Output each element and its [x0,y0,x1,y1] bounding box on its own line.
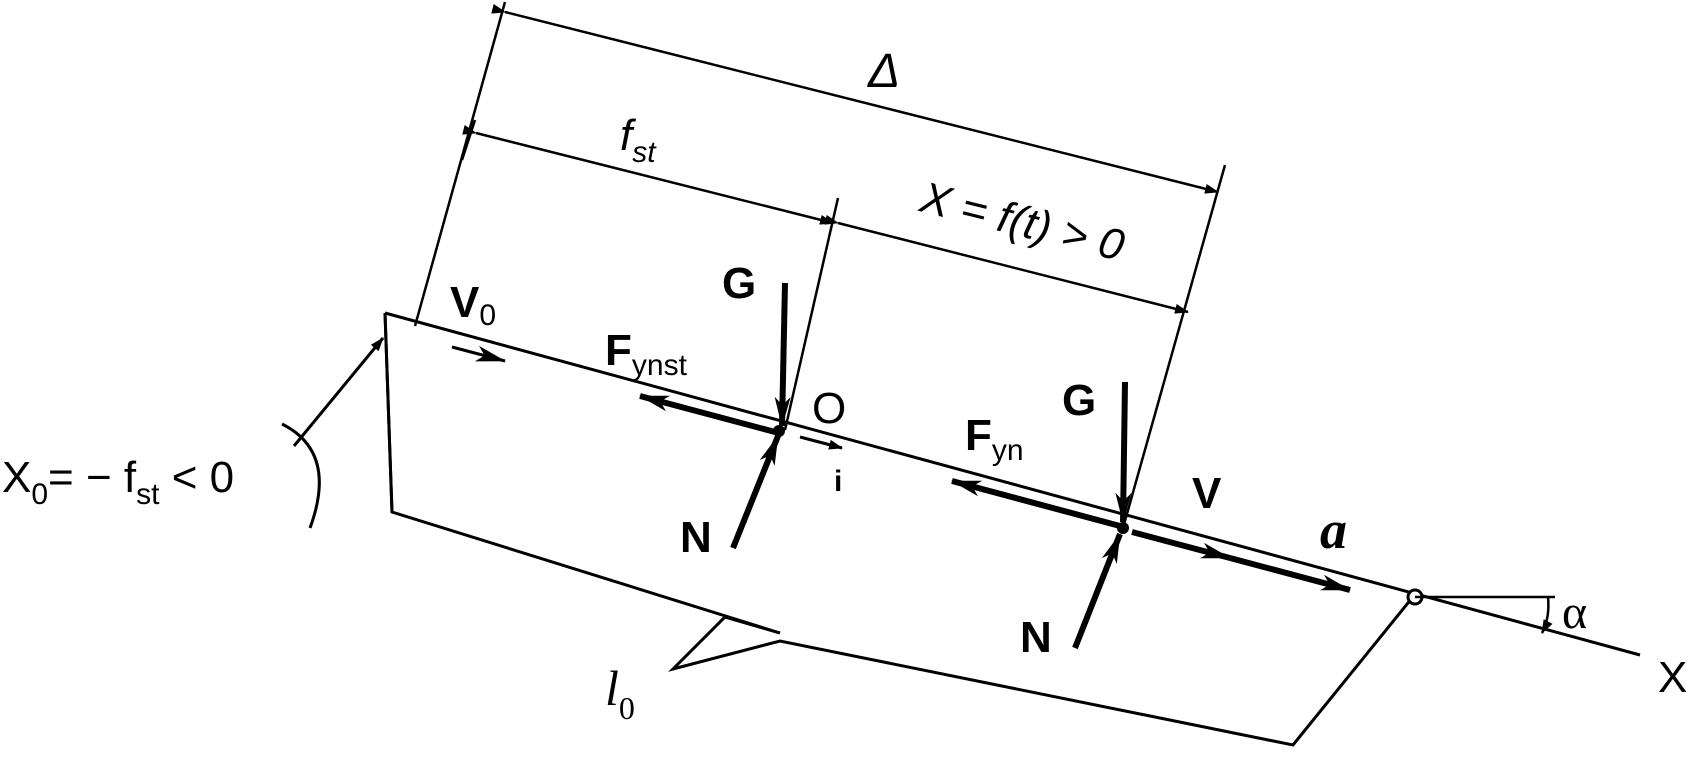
alpha-label: α [1562,586,1587,639]
v-arrow [1131,529,1231,561]
fynst-label: Fynst [605,326,688,382]
g-label-right: G [1062,376,1096,425]
x-equation-label: X = f(t) > 0 [915,173,1130,271]
v0-label: V0 [450,278,496,332]
v0-subscript: 0 [479,299,496,332]
fyn-arrow [951,478,1121,529]
extension-line-right [1121,164,1227,529]
fst-dimension-line [462,124,834,225]
x0-st-subscript: st [136,478,160,511]
n-arrow-right [1072,532,1123,650]
alpha-arc [1540,596,1553,634]
x0-bracket [281,422,321,529]
x0-label: X0= − fst < 0 [2,453,234,511]
n-arrow-left [730,434,781,550]
extension-line-left-outer [413,1,507,327]
l0-subscript: 0 [619,690,635,726]
i-label: i [834,465,842,498]
fyn-label: Fyn [965,411,1024,467]
fynst-arrow [639,393,776,435]
fynst-subscript: ynst [632,349,688,382]
i-unit-arrow [799,435,843,450]
o-label: O [812,384,846,433]
x0-pointer-arrow [292,337,385,447]
x-axis-label: X [1658,653,1687,702]
l0-label: l0 [605,660,635,726]
n-label-right: N [1020,613,1052,662]
g-arrow-left [774,282,791,427]
x-dimension-line [824,214,1189,314]
main-axis-line [384,311,1641,657]
fynst-main: F [605,326,632,375]
spring-outline [383,312,1414,747]
x0-tail: < 0 [159,453,234,502]
x0-subscript: 0 [31,478,48,511]
a-arrow [1229,555,1351,593]
delta-label: Δ [867,45,900,98]
g-label-left: G [722,259,756,308]
v-label: V [1192,469,1222,518]
delta-dimension-line [491,3,1219,194]
fst-label: fst [620,111,657,169]
v0-arrow [451,345,506,363]
fyn-main: F [965,411,992,460]
fyn-subscript: yn [992,434,1024,467]
x0-equals: = − f [48,453,137,502]
body-point-o [773,425,785,437]
l0-main: l [605,660,619,716]
spring-left-post [383,312,394,513]
a-label: a [1320,500,1347,560]
n-label-left: N [680,513,712,562]
v0-main: V [450,278,480,327]
fst-subscript: st [632,136,657,169]
extension-line-left-inner [460,119,477,161]
body-point-right [1117,522,1129,534]
g-arrow-right [1115,381,1132,523]
x0-main: X [2,453,31,502]
